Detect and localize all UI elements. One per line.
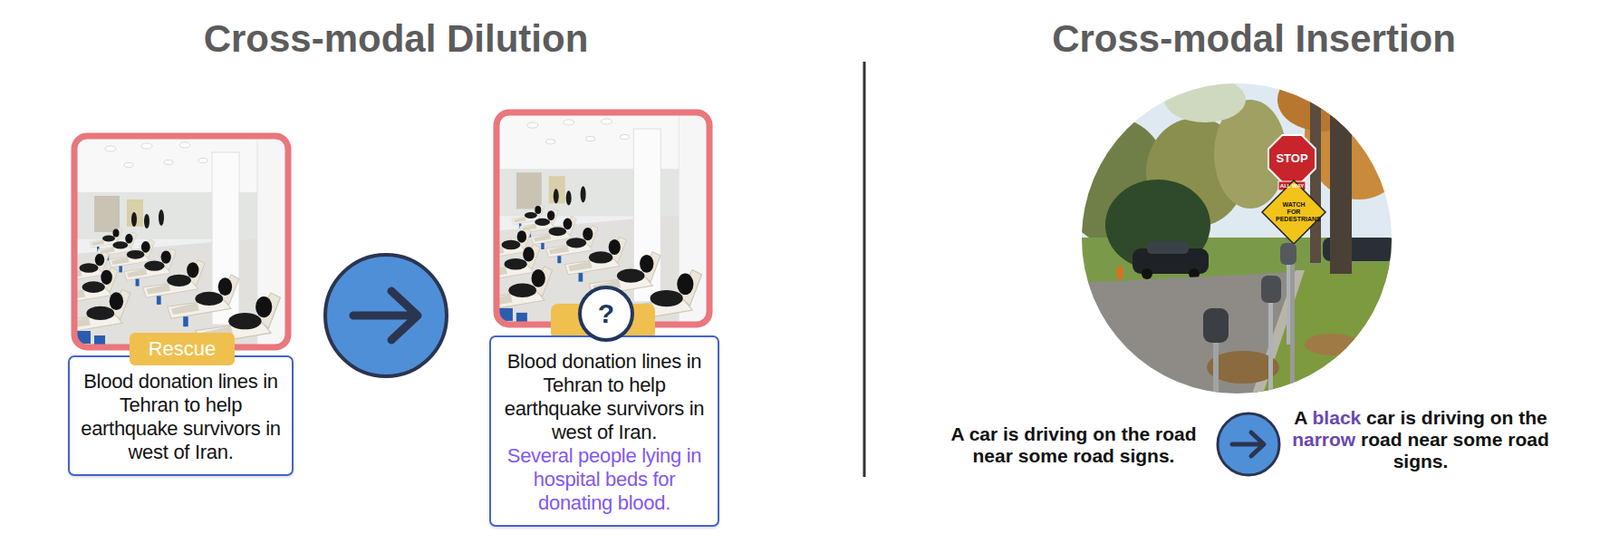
caption-text: A black car is driving on the narrow roa… <box>1284 406 1557 473</box>
word-gap <box>1502 428 1508 450</box>
word: on <box>1490 406 1514 428</box>
section-title: Cross-modal Dilution <box>51 17 741 61</box>
word-gap <box>1355 428 1361 450</box>
word-gap <box>1416 406 1422 428</box>
section-title: Cross-modal Insertion <box>909 17 1599 61</box>
street-photo <box>1060 67 1414 401</box>
word-gap <box>1402 428 1408 450</box>
badge-text: ? <box>577 298 636 329</box>
word-gap <box>1484 406 1491 428</box>
badge-text: Rescue <box>148 337 217 361</box>
word: road <box>1507 428 1550 450</box>
question-badge: ? <box>577 284 636 343</box>
word-gap <box>1307 406 1313 428</box>
word: car <box>1366 406 1396 428</box>
word: road <box>1360 428 1403 450</box>
caption-text: A car is driving on the road near some r… <box>946 423 1201 467</box>
caption-box: Blood donation lines in Tehran to help e… <box>489 335 720 527</box>
word-gap <box>1360 406 1367 428</box>
inserted-word: black <box>1312 406 1362 428</box>
arrow-icon <box>325 254 447 376</box>
word: is <box>1399 406 1417 428</box>
sign-text: STOP <box>1269 152 1315 165</box>
word-gap <box>1513 406 1519 428</box>
arrow-icon <box>1217 413 1280 475</box>
tag-badge: Rescue <box>129 332 235 366</box>
sign-text: ALL WAY <box>1278 183 1306 190</box>
word-gap <box>1395 406 1401 428</box>
word-gap <box>1447 428 1454 450</box>
caption-box: Blood donation lines in Tehran to help e… <box>67 355 294 476</box>
sign-text: WATCH FOR PEDESTRIANS <box>1275 201 1312 223</box>
added-caption-text: Several people lying in hospital beds fo… <box>498 443 711 515</box>
word: signs. <box>1393 450 1449 472</box>
word: A <box>1293 406 1307 428</box>
word: the <box>1518 406 1548 428</box>
photo-card <box>58 135 289 355</box>
divider-line <box>863 61 867 477</box>
word: some <box>1453 428 1504 450</box>
caption-text: Blood donation lines in Tehran to help e… <box>77 369 285 464</box>
word: driving <box>1421 406 1485 428</box>
caption-text: Blood donation lines in Tehran to help e… <box>498 349 711 444</box>
inserted-word: narrow <box>1291 428 1356 450</box>
word: near <box>1407 428 1447 450</box>
